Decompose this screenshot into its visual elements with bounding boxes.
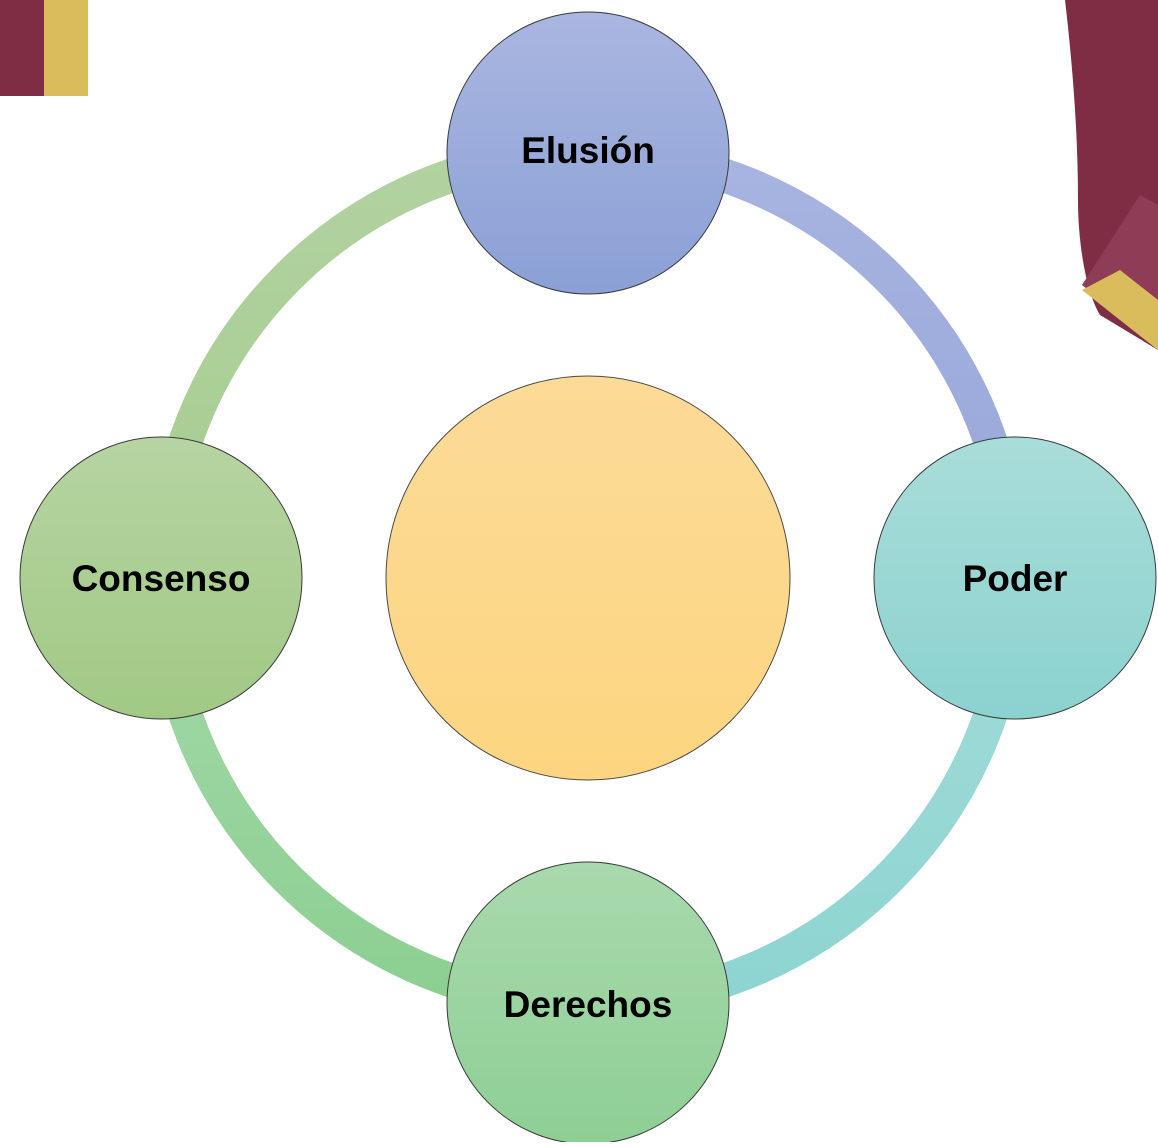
decorative-accent-top-left [0, 0, 88, 96]
node-poder-label: Poder [963, 558, 1068, 599]
node-elusion: Elusión [446, 11, 730, 295]
node-consenso-label: Consenso [72, 558, 251, 599]
node-elusion-label: Elusión [521, 130, 655, 171]
node-derechos: Derechos [446, 861, 730, 1145]
node-poder: Poder [873, 436, 1157, 720]
center-node [385, 375, 791, 781]
node-consenso: Consenso [19, 436, 303, 720]
decorative-accent-top-right [1065, 0, 1158, 350]
node-derechos-label: Derechos [504, 984, 673, 1025]
